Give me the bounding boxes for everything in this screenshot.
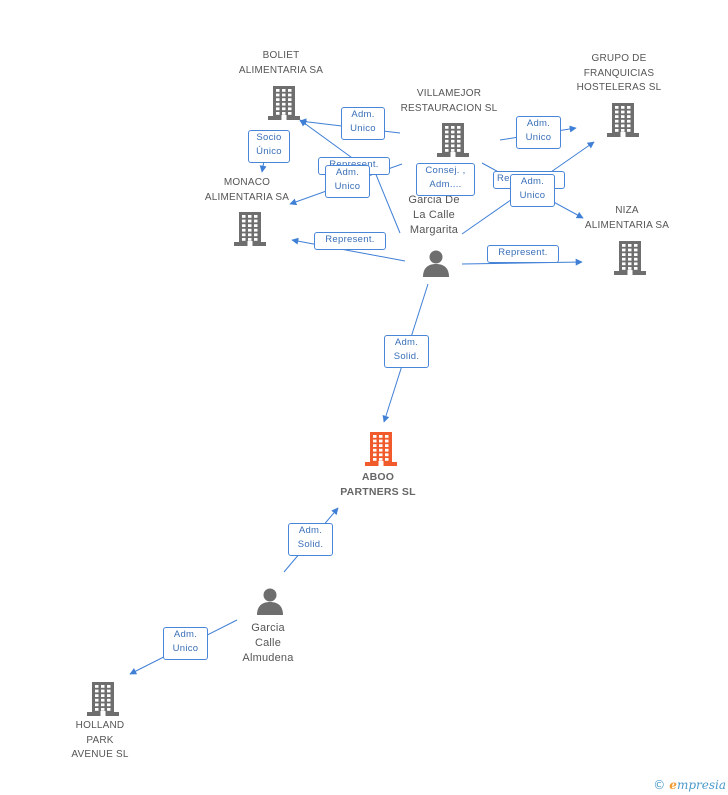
- building-icon-holland[interactable]: [87, 682, 119, 721]
- node-label-niza[interactable]: NIZA ALIMENTARIA SA: [584, 205, 670, 231]
- edge-line-10: [461, 258, 583, 266]
- edge-label-represent[interactable]: Represent.: [487, 245, 559, 263]
- edge-label-represent[interactable]: Represent.: [314, 232, 386, 250]
- node-label-boliet[interactable]: BOLIET ALIMENTARIA SA: [238, 50, 324, 76]
- node-label-margarita[interactable]: Garcia De La Calle Margarita: [408, 194, 460, 236]
- building-icon-monaco[interactable]: [234, 212, 266, 251]
- building-icon-grupo[interactable]: [607, 103, 639, 142]
- building-icon-villamejor[interactable]: [437, 123, 469, 162]
- person-icon-margarita[interactable]: [422, 249, 450, 282]
- edge-label-adm-unico[interactable]: Adm. Unico: [510, 174, 555, 207]
- edge-label-adm-solid[interactable]: Adm. Solid.: [288, 523, 333, 556]
- edge-label-consej-adm[interactable]: Consej. , Adm....: [416, 163, 475, 196]
- edge-label-adm-unico[interactable]: Adm. Unico: [516, 116, 561, 149]
- building-icon-aboo[interactable]: [365, 432, 397, 471]
- copyright-icon: ©: [653, 778, 666, 792]
- node-label-aboo[interactable]: ABOO PARTNERS SL: [340, 471, 416, 498]
- edge-label-socio-unico[interactable]: Socio Único: [248, 130, 290, 163]
- edge-line-3: [299, 119, 356, 161]
- edge-label-adm-unico[interactable]: Adm. Unico: [325, 165, 370, 198]
- node-label-villamejor[interactable]: VILLAMEJOR RESTAURACION SL: [400, 88, 498, 114]
- node-label-monaco[interactable]: MONACO ALIMENTARIA SA: [204, 177, 290, 203]
- edge-label-adm-solid[interactable]: Adm. Solid.: [384, 335, 429, 368]
- node-label-almudena[interactable]: Garcia Calle Almudena: [242, 622, 294, 664]
- node-label-grupo[interactable]: GRUPO DE FRANQUICIAS HOSTELERAS SL: [576, 53, 662, 93]
- edge-line-9: [291, 237, 406, 262]
- edge-label-adm-unico[interactable]: Adm. Unico: [341, 107, 385, 140]
- node-label-holland[interactable]: HOLLAND PARK AVENUE SL: [71, 720, 129, 760]
- person-icon-almudena[interactable]: [256, 587, 284, 620]
- building-icon-niza[interactable]: [614, 241, 646, 280]
- edge-label-adm-unico[interactable]: Adm. Unico: [163, 627, 208, 660]
- building-icon-boliet[interactable]: [268, 86, 300, 125]
- empresia-logo[interactable]: ©empresia: [653, 778, 726, 792]
